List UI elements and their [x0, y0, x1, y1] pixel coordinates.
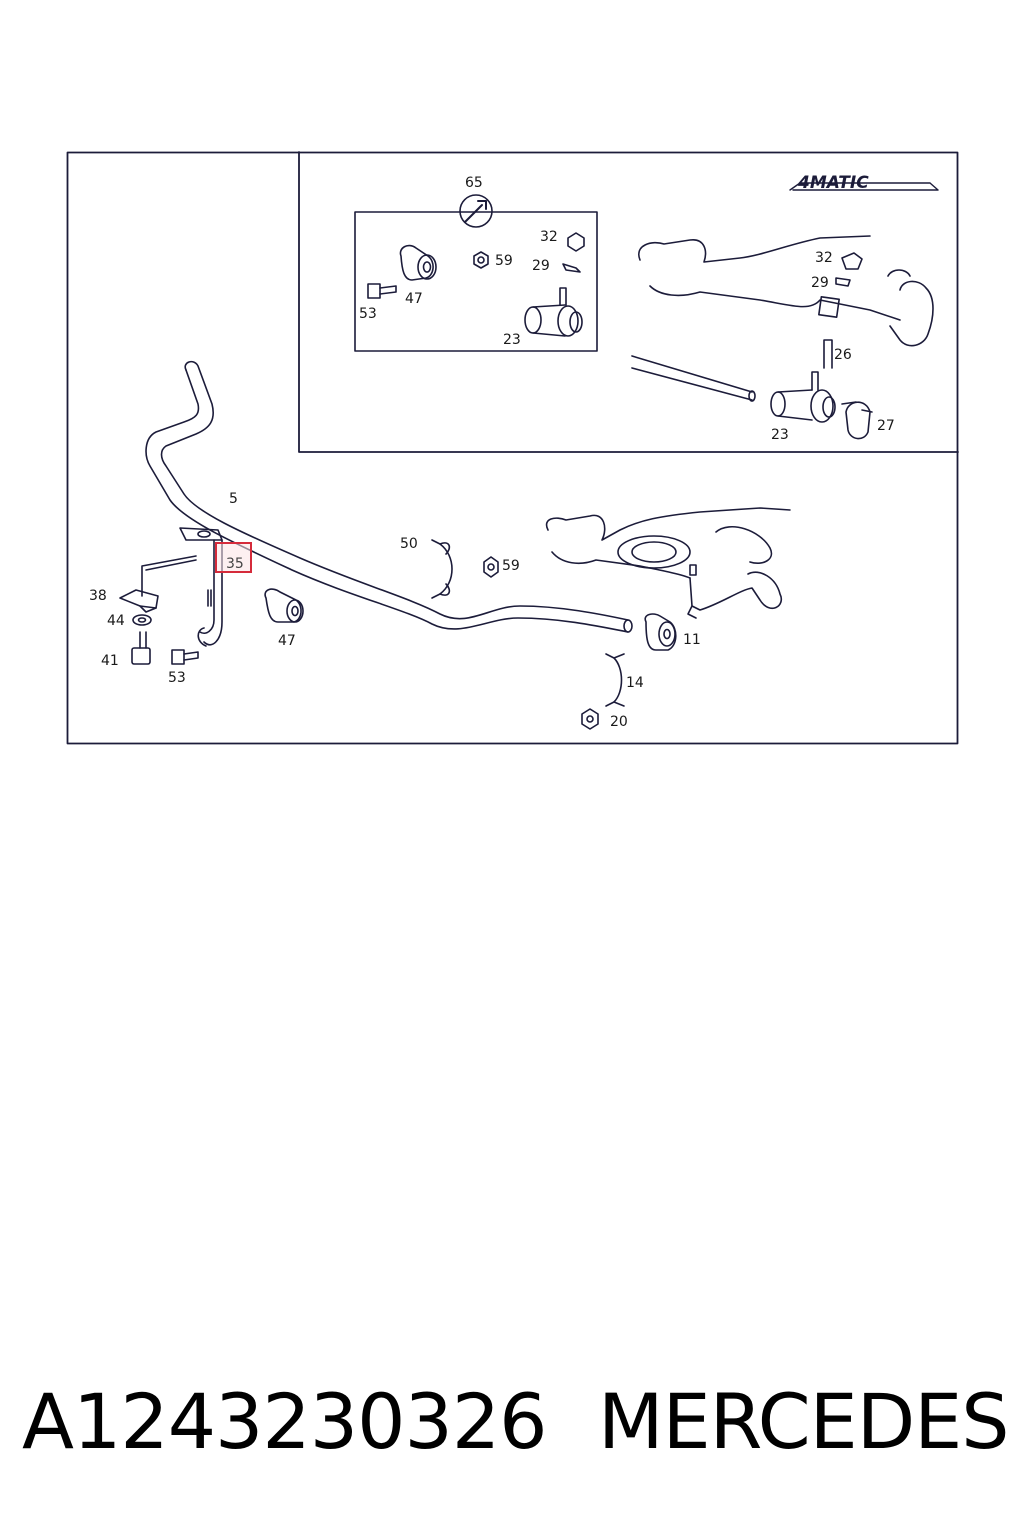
callout-14: 14 [626, 675, 644, 691]
callout-23-4matic: 23 [771, 427, 789, 443]
bushing-47-inset [399, 244, 437, 281]
clamp-50 [431, 539, 453, 599]
clamp-14 [605, 653, 625, 707]
nut-32-inset [567, 232, 585, 252]
bracket-38 [119, 589, 159, 613]
washer-29-inset [562, 263, 581, 273]
tie-rod-4matic [631, 355, 756, 402]
ball-joint-23-4matic [770, 371, 836, 423]
bolt-53-inset [367, 283, 397, 299]
callout-23-inset: 23 [503, 332, 521, 348]
control-arm-4matic [638, 235, 934, 347]
bolt-41 [131, 631, 151, 665]
callout-20: 20 [610, 714, 628, 730]
stud-26 [823, 339, 833, 369]
4matic-badge [789, 182, 939, 191]
callout-26: 26 [834, 347, 852, 363]
highlight-box-35 [215, 542, 252, 573]
callout-50: 50 [400, 536, 418, 552]
inset-frame-4matic [298, 151, 959, 453]
callout-5: 5 [229, 491, 238, 507]
callout-32-inset: 32 [540, 229, 558, 245]
nut-59-main [483, 556, 499, 578]
bracket-35 [141, 527, 223, 647]
callout-65: 65 [465, 175, 483, 191]
nut-59-inset [473, 251, 489, 269]
brand-name: MERCEDES [598, 1377, 1009, 1466]
control-arm-main [545, 507, 791, 619]
callout-27: 27 [877, 418, 895, 434]
callout-47-inset: 47 [405, 291, 423, 307]
callout-53-inset: 53 [359, 306, 377, 322]
clamp-27 [841, 401, 873, 440]
ball-joint-23-inset [524, 287, 583, 337]
bolt-53-main [171, 649, 199, 665]
4matic-badge-text: 4MATIC [797, 173, 869, 193]
callout-35: 35 [226, 556, 244, 572]
callout-59-main: 59 [502, 558, 520, 574]
callout-59-inset: 59 [495, 253, 513, 269]
washer-44 [132, 614, 152, 626]
callout-41: 41 [101, 653, 119, 669]
parts-diagram: 4MATIC 65 32 59 29 47 53 23 32 29 26 23 … [66, 151, 959, 745]
nut-20 [581, 708, 599, 730]
callout-47-main: 47 [278, 633, 296, 649]
diagram-frame [66, 151, 959, 745]
stabilizer-bar-5 [145, 360, 633, 633]
callout-53-main: 53 [168, 670, 186, 686]
callout-44: 44 [107, 613, 125, 629]
callout-32-4matic: 32 [815, 250, 833, 266]
callout-29-inset: 29 [532, 258, 550, 274]
wrench-tool-icon [459, 194, 493, 228]
bushing-47-main [264, 588, 304, 623]
callout-11: 11 [683, 632, 701, 648]
callout-29-4matic: 29 [811, 275, 829, 291]
part-number: A1243230326 [22, 1377, 548, 1466]
bushing-11 [644, 613, 677, 651]
callout-38: 38 [89, 588, 107, 604]
